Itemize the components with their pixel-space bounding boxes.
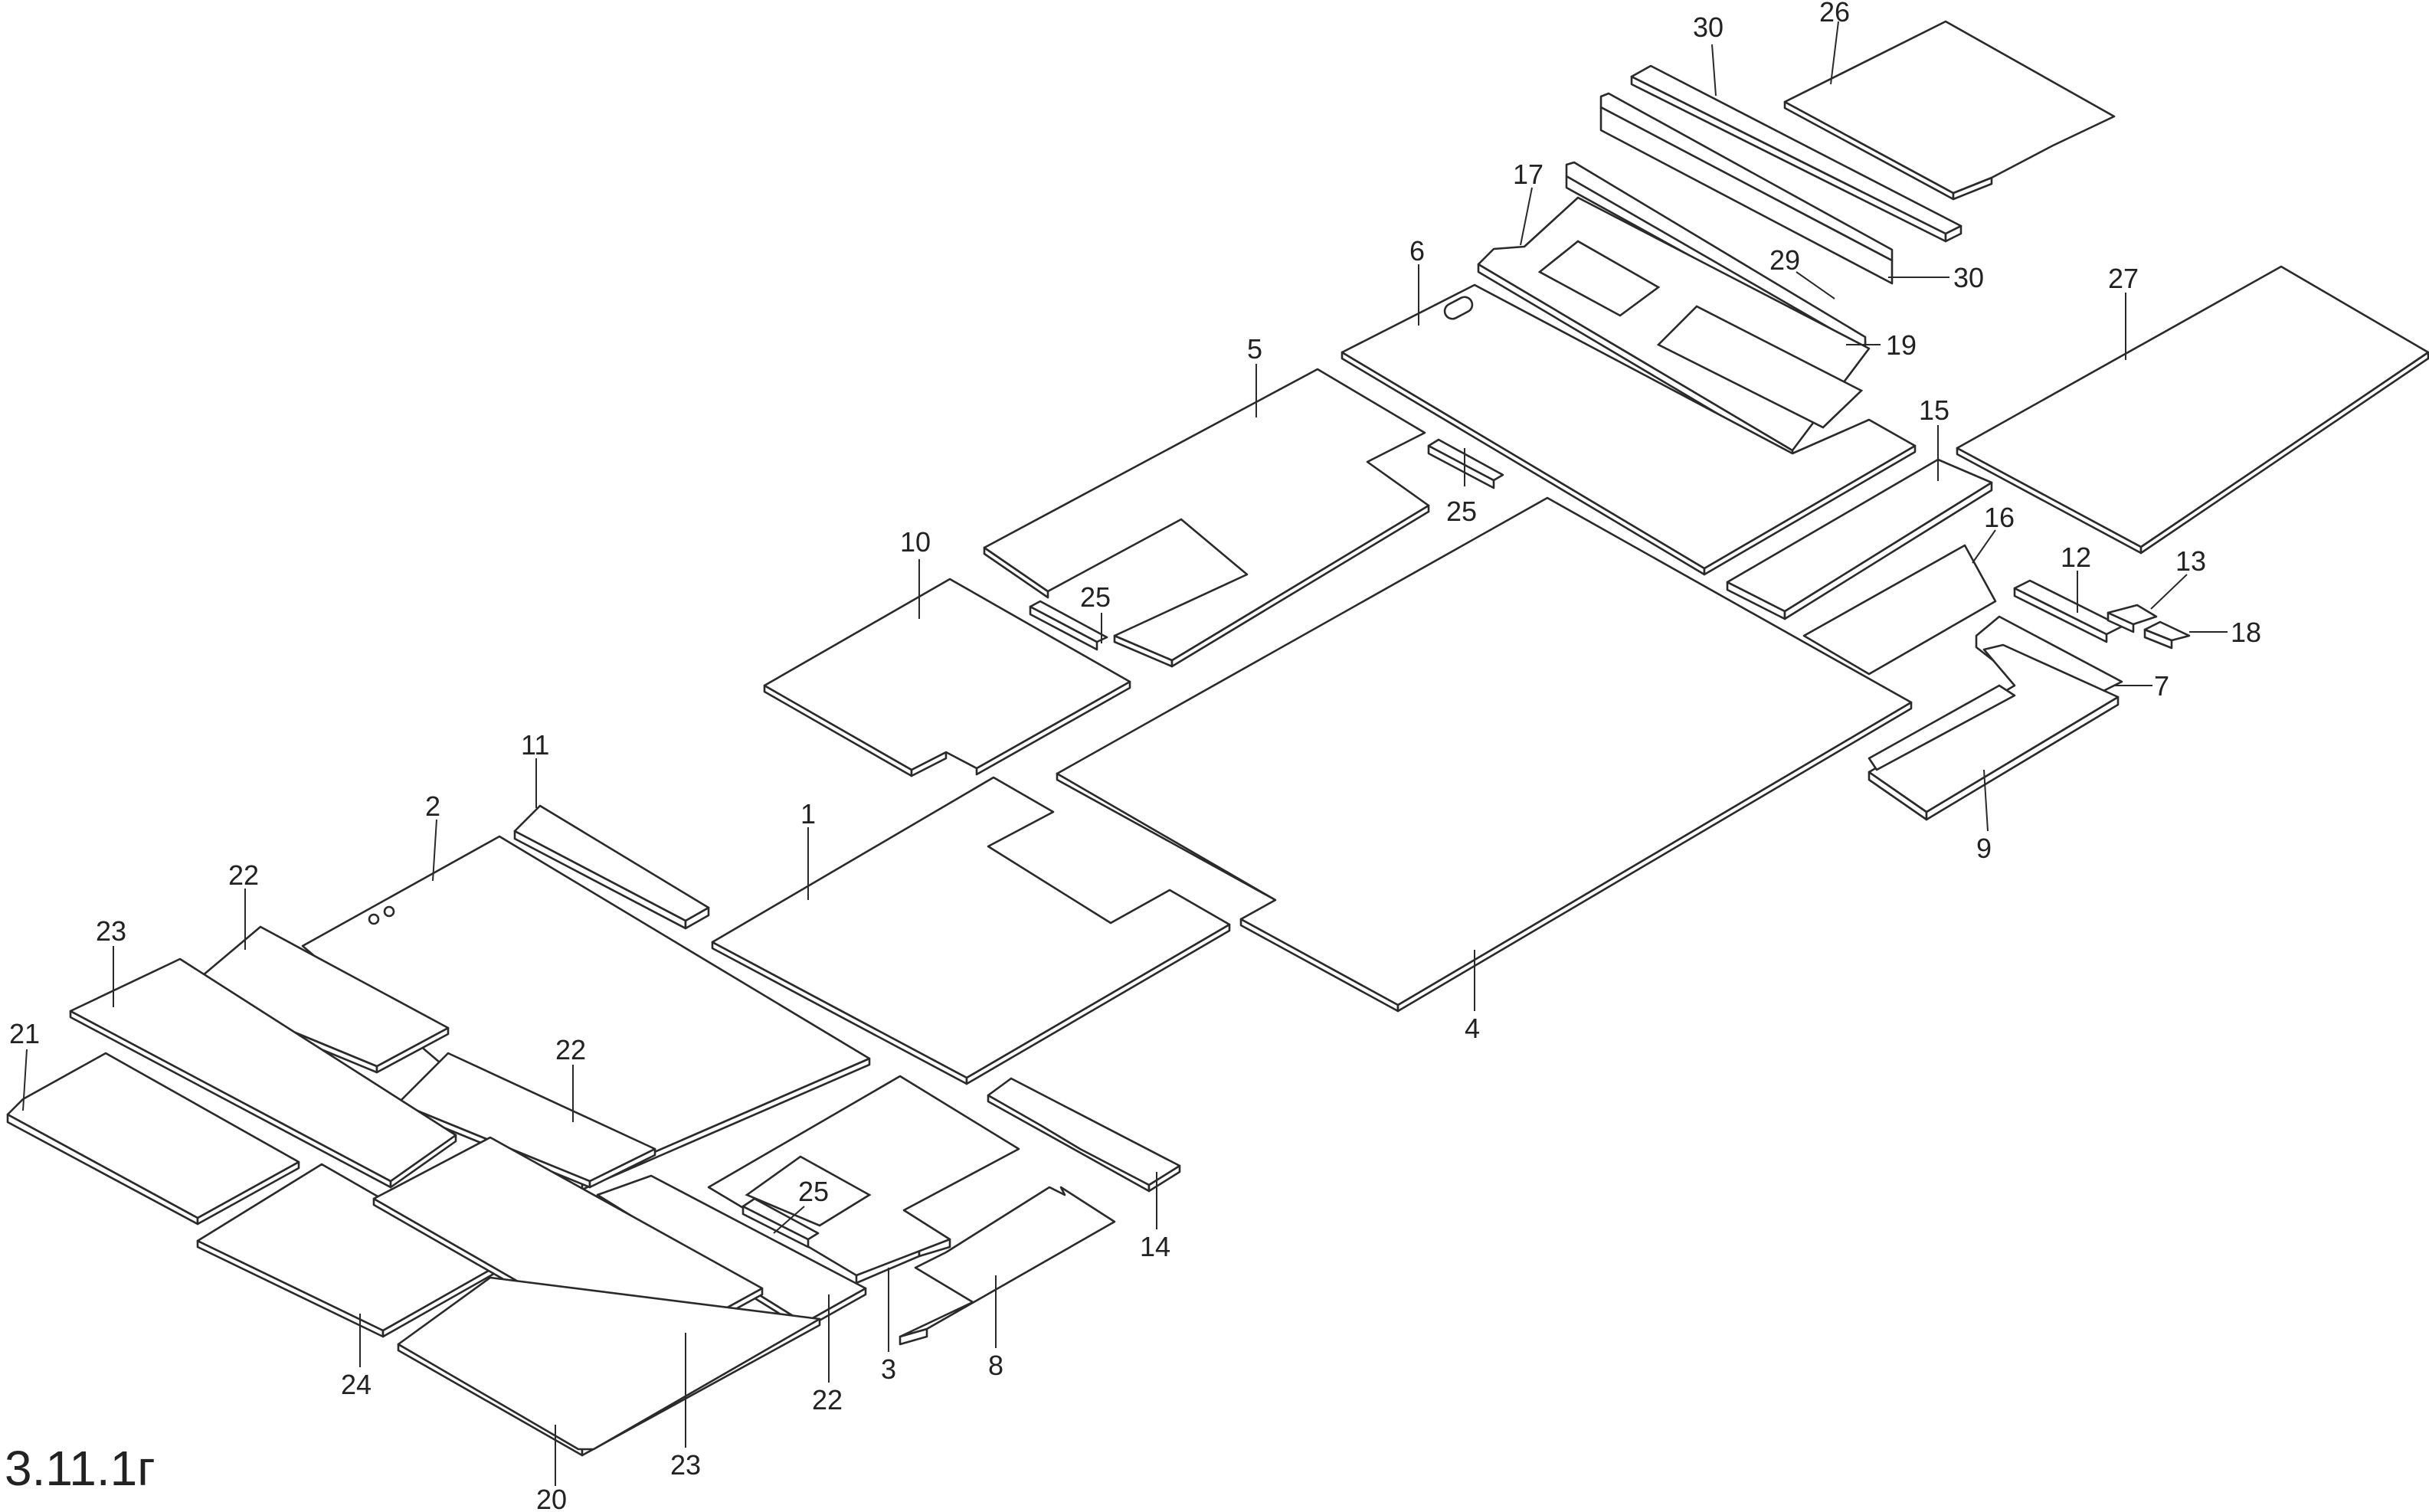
callout-3: 3	[881, 1353, 896, 1385]
callout-12: 12	[2061, 542, 2091, 573]
callout-30: 30	[1953, 262, 1984, 293]
callout-25: 25	[1446, 496, 1477, 527]
panel-5	[983, 368, 1430, 668]
block-13	[2107, 604, 2158, 633]
panel-4	[1056, 496, 1913, 1013]
callout-22: 22	[555, 1034, 586, 1065]
panel-9	[1868, 643, 2120, 821]
callout-23: 23	[96, 915, 126, 947]
callout-13: 13	[2175, 545, 2206, 577]
panel-1	[711, 776, 1231, 1085]
strip-30-upper	[1630, 64, 1963, 243]
callout-18: 18	[2231, 617, 2261, 648]
callout-7: 7	[2154, 670, 2169, 702]
callout-1: 1	[800, 798, 816, 830]
bar-25-lower	[741, 1197, 820, 1249]
callout-22: 22	[812, 1384, 843, 1415]
callout-14: 14	[1140, 1231, 1170, 1262]
panel-20	[397, 1276, 821, 1457]
callout-6: 6	[1409, 235, 1425, 267]
callout-11: 11	[521, 729, 549, 761]
panel-15	[1726, 458, 1993, 620]
callout-5: 5	[1247, 333, 1262, 365]
callout-27: 27	[2108, 263, 2139, 294]
callout-2: 2	[425, 790, 440, 822]
frame-17	[1477, 196, 1871, 460]
callout-20: 20	[536, 1484, 567, 1512]
panel-10	[763, 578, 1131, 777]
callout-24: 24	[341, 1369, 372, 1400]
panel-21	[6, 1052, 300, 1226]
callout-10: 10	[900, 526, 931, 558]
callout-labels: 30 26 30 17 29 19 6 27 5 15 25 16 10 25 …	[9, 0, 2261, 1512]
panel-14	[987, 1077, 1181, 1193]
callout-19: 19	[1886, 329, 1917, 361]
panel-16	[1802, 544, 1997, 676]
panel-8	[899, 1186, 1116, 1346]
callout-23: 23	[670, 1449, 701, 1481]
callout-15: 15	[1919, 394, 1949, 426]
panel-2	[301, 835, 871, 1191]
callout-16: 16	[1984, 502, 2015, 533]
callout-21: 21	[9, 1018, 40, 1049]
callout-29: 29	[1769, 244, 1800, 276]
callout-26: 26	[1819, 0, 1850, 28]
block-18	[2143, 620, 2191, 650]
leader-lines	[22, 21, 2228, 1486]
callout-25: 25	[1080, 581, 1111, 613]
panel-6	[1341, 283, 1917, 576]
callout-4: 4	[1465, 1013, 1480, 1044]
panel-27	[1956, 265, 2429, 555]
callout-22: 22	[228, 859, 259, 891]
bar-25-upper	[1427, 438, 1504, 489]
callout-30: 30	[1693, 11, 1724, 43]
bar-11	[513, 804, 710, 930]
callout-17: 17	[1513, 159, 1543, 190]
figure-label: 3.11.1г	[5, 1441, 155, 1496]
bar-25-middle	[1029, 600, 1108, 651]
panel-23-upper	[69, 957, 457, 1189]
panel-24	[196, 1163, 499, 1338]
strip-30-lower	[1599, 92, 1894, 285]
panel-26	[1783, 20, 2116, 201]
callout-25: 25	[798, 1176, 829, 1207]
callout-9: 9	[1976, 833, 1992, 864]
callout-8: 8	[988, 1350, 1003, 1381]
